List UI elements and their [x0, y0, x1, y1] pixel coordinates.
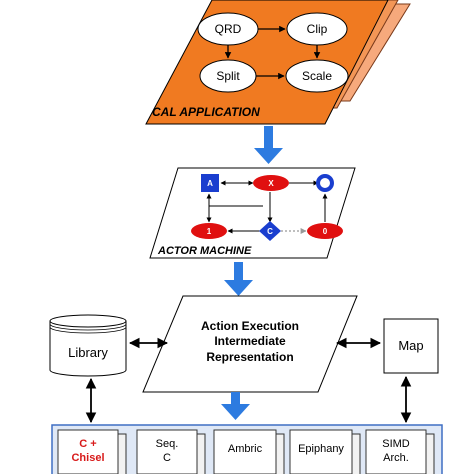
backend-epiphany-label: Epiphany — [298, 443, 344, 455]
backend-seq-c-line2: C — [163, 452, 171, 464]
node-qrd-label: QRD — [215, 22, 242, 36]
map-box: Map — [383, 318, 439, 374]
node-a-label: A — [207, 179, 213, 188]
air-line1: Action Execution — [201, 319, 299, 333]
backend-simd: SIMD Arch. — [365, 429, 435, 474]
node-split-label: Split — [216, 69, 240, 83]
node-x-label: X — [268, 179, 274, 188]
backend-chisel-line1: C + — [79, 438, 96, 450]
node-c-label: C — [267, 227, 273, 236]
actor-machine-label: ACTOR MACHINE — [157, 245, 252, 257]
backend-chisel: C + Chisel — [57, 429, 127, 474]
cal-application-label: CAL APPLICATION — [152, 105, 260, 119]
node-a — [201, 174, 219, 192]
cal-application-stack: CAL APPLICATION QRD Clip Split Scale — [145, 0, 411, 125]
node-clip-label: Clip — [307, 22, 328, 36]
backend-seq-c-line1: Seq. — [156, 438, 179, 450]
actor-machine: ACTOR MACHINE A X 1 C 0 — [149, 167, 356, 259]
map-label: Map — [398, 338, 423, 353]
backends-panel: C + Chisel Seq. C Ambric Epiphany SIMD A… — [51, 424, 443, 474]
backend-seq-c: Seq. C — [136, 429, 206, 474]
backend-chisel-line2: Chisel — [71, 452, 104, 464]
air-line2: Intermediate — [214, 334, 286, 348]
node-1-label: 1 — [207, 227, 212, 236]
air-parallelogram — [142, 295, 358, 393]
node-0-label: 0 — [323, 227, 328, 236]
blue-arrow-actor-to-air — [224, 262, 253, 296]
blue-arrow-air-to-backends — [221, 392, 250, 420]
action-execution-ir: Action Execution Intermediate Representa… — [142, 295, 358, 393]
node-scale — [285, 59, 349, 93]
node-scale-label: Scale — [302, 69, 332, 83]
node-x — [253, 175, 289, 191]
backend-epiphany: Epiphany — [289, 429, 361, 474]
node-terminal-circle — [316, 174, 334, 192]
blue-arrow-cal-to-actor — [254, 126, 283, 164]
backend-simd-line1: SIMD — [382, 438, 410, 450]
node-c — [259, 221, 281, 241]
backend-simd-line2: Arch. — [383, 452, 409, 464]
library-label: Library — [68, 345, 108, 360]
air-line3: Representation — [206, 350, 293, 364]
backend-ambric: Ambric — [213, 429, 285, 474]
library-cylinder: Library — [49, 314, 127, 377]
node-0 — [307, 223, 343, 239]
backend-ambric-label: Ambric — [228, 443, 263, 455]
node-1 — [191, 223, 227, 239]
